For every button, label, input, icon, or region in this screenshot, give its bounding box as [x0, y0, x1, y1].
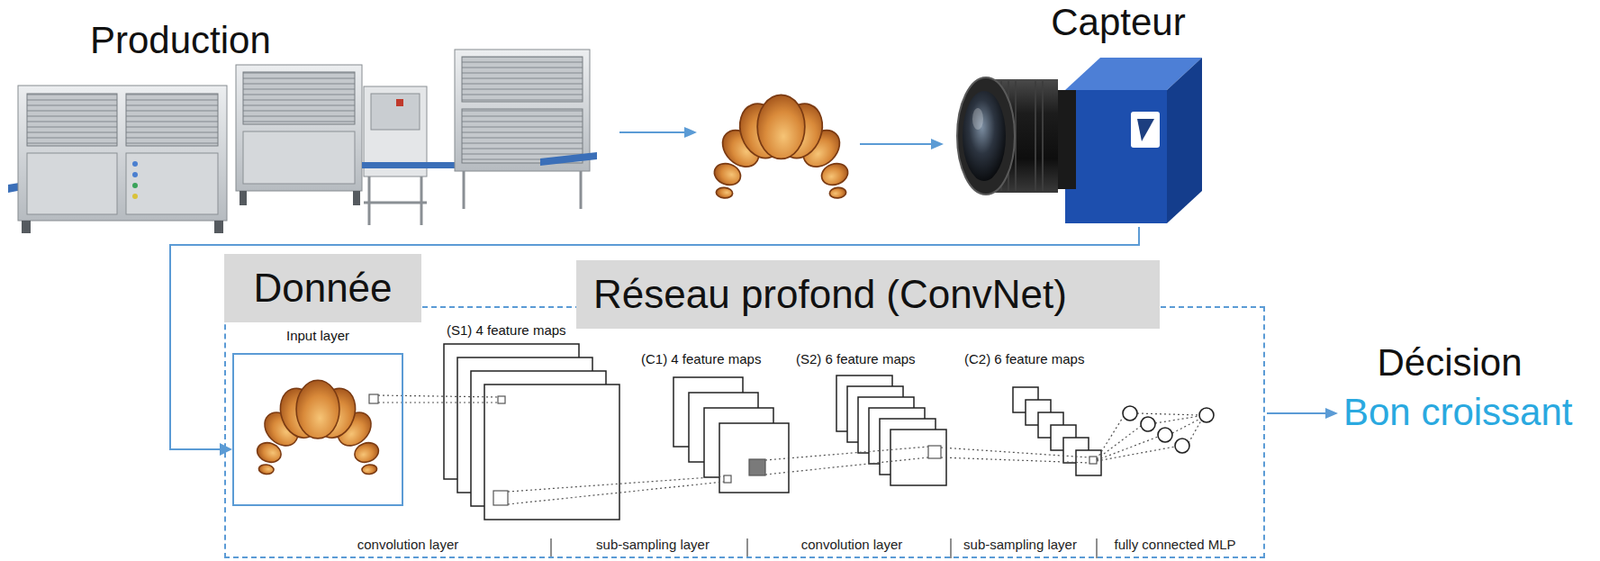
decision-result: Bon croissant	[1343, 391, 1573, 434]
croissant-picture	[254, 379, 382, 475]
arrow-head	[219, 442, 233, 456]
production-machine-illustration	[8, 49, 597, 234]
mlp-neuron	[1122, 406, 1214, 453]
input-layer-box: Input layer	[232, 352, 404, 507]
layer-type-label: fully connected MLP	[1113, 537, 1236, 553]
layer-separator	[551, 538, 1097, 559]
convnet-frame: Réseau profond (ConvNet)DonnéeInput laye…	[224, 306, 1266, 559]
feature-maps	[443, 343, 1102, 520]
layer-type-label: sub-sampling layer	[596, 537, 710, 553]
feature-map-stack: (S2) 6 feature maps	[795, 351, 948, 487]
node-label: Capteur	[1050, 1, 1185, 44]
data-tab: Donnée	[224, 253, 422, 323]
layer-type-label: convolution layer	[801, 537, 904, 553]
section-tab-label: Réseau profond (ConvNet)	[576, 260, 1160, 329]
camera-illustration	[957, 57, 1203, 224]
node-label: (S1) 4 feature maps	[446, 323, 567, 339]
node-label: (S2) 6 feature maps	[795, 352, 916, 368]
feature-map-stack: (C2) 6 feature maps	[964, 351, 1104, 478]
layer-type-label: sub-sampling layer	[963, 537, 1077, 553]
section-tab-label: Donnée	[253, 266, 392, 310]
camera-sensor: Capteur	[954, 3, 1204, 227]
dotted-link	[378, 395, 1202, 505]
croissant-picture	[711, 94, 851, 199]
receptive-field	[369, 394, 1097, 506]
production-unit: Production	[8, 19, 597, 237]
feature-map-stack: (S1) 4 feature maps	[443, 322, 620, 520]
node-label: (C2) 6 feature maps	[964, 352, 1085, 368]
decision-heading: Décision	[1376, 342, 1522, 384]
layer-type-label: convolution layer	[357, 537, 460, 553]
feature-map-stack: (C1) 4 feature maps	[641, 351, 790, 494]
node-label: Production	[90, 19, 272, 62]
node-label: Input layer	[286, 328, 350, 344]
node-label: (C1) 4 feature maps	[641, 352, 761, 368]
